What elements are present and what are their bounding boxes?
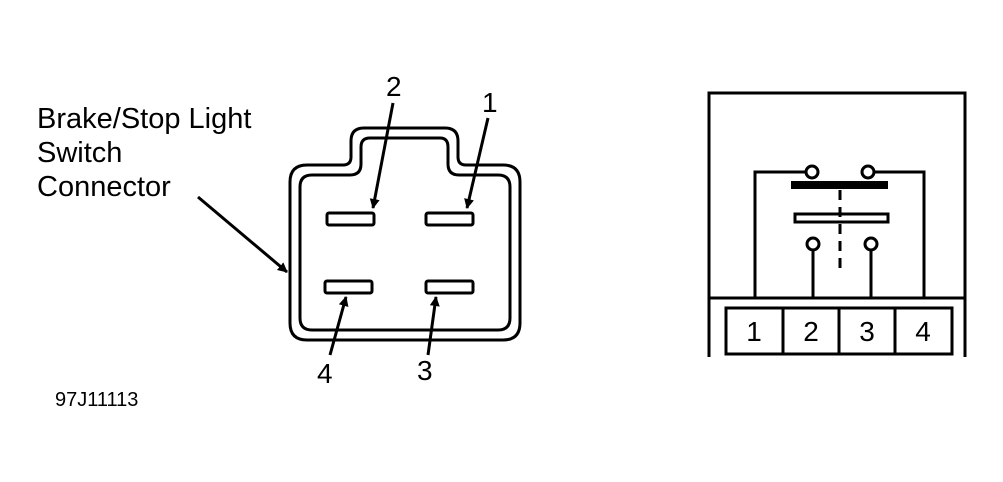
pin-callout-numbers: 2 1 4 3: [317, 71, 498, 389]
connector-label: Brake/Stop Light Switch Connector: [37, 103, 251, 203]
pin-3-arrow: [426, 296, 440, 356]
terminal-slot-1: [424, 211, 475, 227]
terminal-boxes: [724, 306, 954, 356]
pin-2-arrow: [369, 102, 395, 209]
outer-wiring: [753, 170, 926, 298]
pin-callout-arrows: [328, 102, 490, 356]
terminal-slots: [323, 211, 475, 295]
pin-2-label: 2: [386, 71, 402, 102]
terminal-label-1: 1: [746, 316, 762, 347]
connector-label-line-3: Connector: [37, 171, 171, 203]
wire-terminal-4: [868, 170, 926, 298]
terminal-slot-4: [323, 279, 374, 295]
pin-4-label: 4: [317, 358, 333, 389]
schematic-frame: [707, 91, 967, 357]
lower-contacts: [805, 236, 879, 298]
upper-contact-right: [860, 164, 876, 180]
terminal-slot-2: [325, 211, 376, 227]
connector-leader-arrow: [197, 195, 288, 274]
movable-contact-bar-closed: [791, 181, 888, 189]
terminal-box-4: [893, 306, 954, 356]
terminal-label-3: 3: [859, 316, 875, 347]
connector-label-line-2: Switch: [37, 137, 122, 169]
connector-inner-outline: [298, 136, 512, 332]
terminal-label-2: 2: [803, 316, 819, 347]
connector-outer-outline: [288, 126, 522, 342]
upper-contact-left: [804, 164, 820, 180]
terminal-box-labels: 1 2 3 4: [746, 316, 931, 347]
pin-1-label: 1: [482, 87, 498, 118]
terminal-slot-3: [424, 279, 475, 295]
pin-4-arrow: [328, 296, 349, 356]
figure-id: 97J11113: [55, 389, 138, 411]
lower-contact-left: [805, 236, 821, 252]
terminal-label-4: 4: [915, 316, 931, 347]
wire-terminal-1: [753, 170, 812, 298]
connector-label-line-1: Brake/Stop Light: [37, 103, 251, 135]
pin-1-arrow: [464, 117, 490, 209]
lower-contact-right: [863, 236, 879, 252]
pin-3-label: 3: [417, 355, 433, 386]
connector-housing: [288, 126, 522, 342]
switch-schematic: 1 2 3 4: [707, 91, 967, 357]
